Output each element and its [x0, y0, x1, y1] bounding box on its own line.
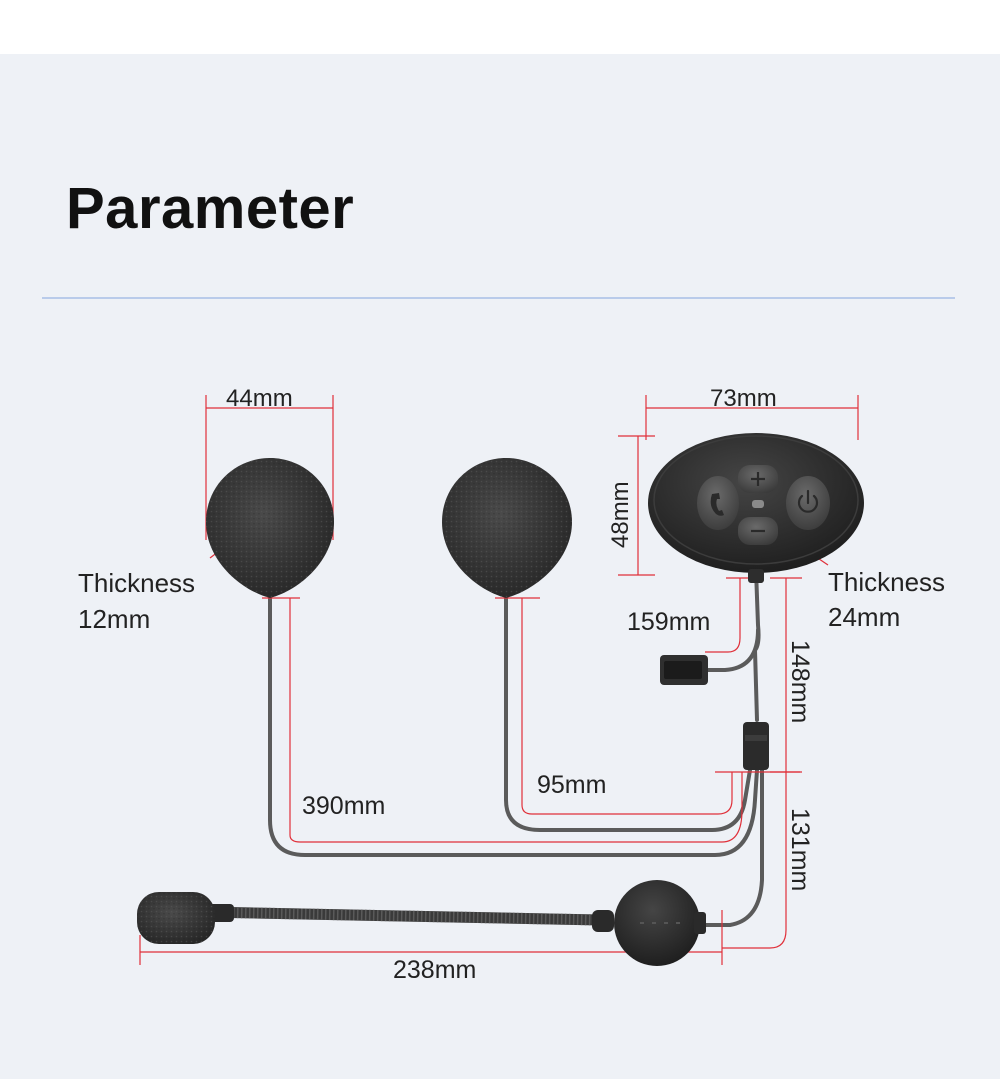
usb-connector	[660, 655, 708, 685]
control-to-split-label: 148mm	[786, 640, 814, 723]
page-title: Parameter	[66, 176, 355, 241]
split-to-mic-label: 131mm	[786, 808, 814, 891]
usb-cable	[706, 628, 760, 672]
phone-icon	[710, 493, 724, 516]
usb-cable-label: 159mm	[627, 608, 710, 636]
control-width-label: 73mm	[710, 385, 777, 412]
phone-button[interactable]	[697, 476, 739, 530]
cables	[268, 568, 764, 927]
control-unit	[648, 433, 864, 583]
header-divider	[42, 297, 955, 299]
volume-down-button[interactable]	[738, 517, 778, 545]
speaker-thickness-label: Thickness	[78, 568, 195, 598]
mic-cable	[693, 768, 764, 927]
left-speaker-cable-label: 390mm	[302, 792, 385, 820]
volume-up-button[interactable]	[738, 465, 778, 493]
cable-splitter	[743, 722, 769, 770]
power-button[interactable]	[786, 476, 830, 530]
speaker-thickness-value: 12mm	[78, 604, 150, 634]
control-thickness-value: 24mm	[828, 602, 900, 632]
mic-base	[614, 880, 700, 966]
microphone	[137, 880, 706, 966]
labels: 44mm 73mm 48mm Thickness 12mm Thickness …	[78, 385, 945, 984]
plus-icon	[751, 472, 765, 486]
mic-boom-label: 238mm	[393, 956, 476, 984]
dimension-lines	[139, 395, 859, 965]
left-speaker	[206, 458, 334, 598]
speaker-width-label: 44mm	[226, 385, 293, 412]
right-speaker	[442, 458, 572, 598]
control-thickness-label: Thickness	[828, 567, 945, 597]
power-icon	[797, 489, 819, 513]
right-speaker-cable-label: 95mm	[537, 771, 606, 799]
control-height-label: 48mm	[607, 481, 634, 548]
led-indicator-icon	[752, 500, 764, 508]
left-speaker-cable	[268, 588, 759, 857]
